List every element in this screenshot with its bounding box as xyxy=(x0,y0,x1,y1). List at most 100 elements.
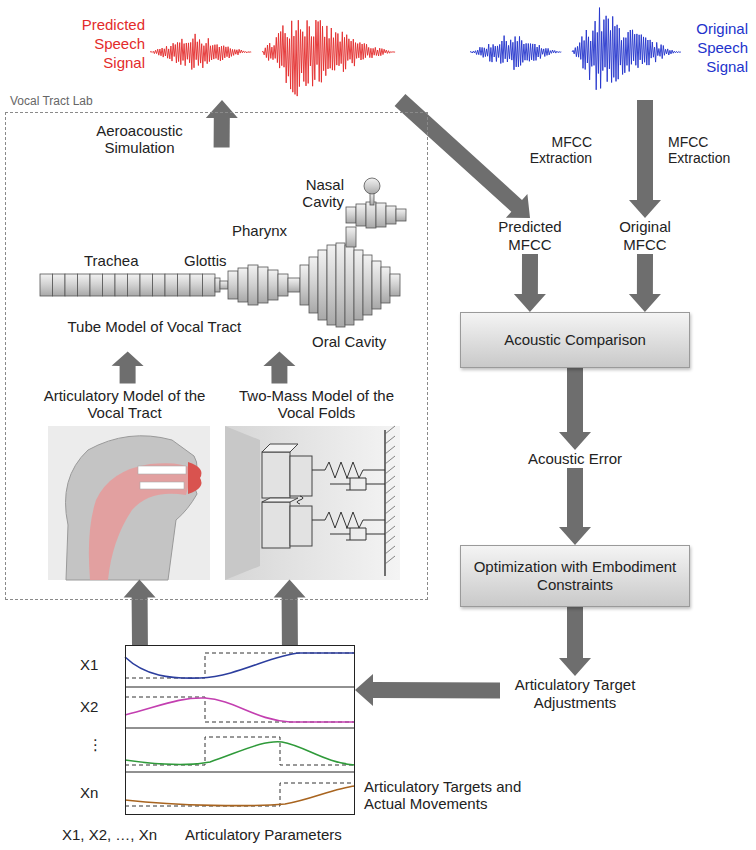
block-arrow xyxy=(514,254,546,312)
tube-model xyxy=(165,274,178,296)
articulatory-head-model xyxy=(188,462,202,494)
parameter-plot xyxy=(125,653,355,806)
tube-model xyxy=(366,202,376,228)
tube-model xyxy=(372,261,381,309)
part-label: X1, X2, …, Xn xyxy=(62,826,157,843)
node-text: Two-Mass Model of the Vocal Folds xyxy=(222,384,412,421)
process-box: Optimization with Embodiment Constraints xyxy=(460,545,690,607)
tube-model xyxy=(309,257,318,313)
two-mass-vocal-folds xyxy=(385,436,395,444)
tube-model xyxy=(354,250,363,320)
tube-model xyxy=(128,274,141,296)
tube-model xyxy=(318,250,327,320)
two-mass-vocal-folds xyxy=(290,506,312,546)
tube-model xyxy=(258,267,268,303)
node-text: Tube Model of Vocal Tract xyxy=(68,318,242,336)
two-mass-vocal-folds xyxy=(385,456,395,464)
part-label: Pharynx xyxy=(232,222,287,239)
two-mass-vocal-folds xyxy=(225,426,400,580)
part-label: ⋮ xyxy=(88,736,103,753)
tube-model xyxy=(356,204,366,226)
tube-model xyxy=(381,267,390,303)
articulatory-head-model xyxy=(48,426,210,580)
tube-model xyxy=(327,245,336,325)
parameter-plot xyxy=(125,737,355,765)
articulatory-head-model xyxy=(48,426,210,580)
block-arrow xyxy=(629,254,661,312)
parameter-plot xyxy=(125,653,355,678)
block-arrow xyxy=(559,607,591,676)
edge-label: MFCC Extraction xyxy=(668,134,754,166)
two-mass-vocal-folds xyxy=(385,536,395,544)
two-mass-vocal-folds xyxy=(385,476,395,484)
part-label: X2 xyxy=(80,698,98,715)
two-mass-vocal-folds xyxy=(385,506,395,514)
error-label: Acoustic Error xyxy=(515,450,635,468)
articulatory-head-model xyxy=(89,463,193,580)
two-mass-vocal-folds xyxy=(330,528,385,540)
block-arrow xyxy=(355,674,500,706)
two-mass-vocal-folds xyxy=(385,426,395,434)
tube-model: Aeroacoustic SimulationTube Model of Voc… xyxy=(30,148,418,352)
block-arrow xyxy=(263,352,295,384)
articulatory-head-model xyxy=(66,436,198,580)
tube-model xyxy=(248,265,258,305)
tube-model xyxy=(386,206,396,224)
block-arrow xyxy=(124,580,156,646)
tube-model xyxy=(345,245,354,325)
two-mass-vocal-folds xyxy=(385,466,395,474)
tube-model xyxy=(103,274,116,296)
node-text: Acoustic Error xyxy=(515,450,635,468)
node-text: Articulatory Target Adjustments xyxy=(500,676,650,712)
node-text: Acoustic Comparison xyxy=(504,331,646,349)
two-mass-vocal-folds xyxy=(385,526,395,534)
node-text: Predicted Speech Signal xyxy=(55,15,145,72)
two-mass-vocal-folds xyxy=(385,446,395,454)
node-text: Optimization with Embodiment Constraints xyxy=(471,558,679,594)
part-label: Glottis xyxy=(184,252,227,269)
part-label: Articulatory Parameters xyxy=(185,826,342,843)
two-mass-vocal-folds xyxy=(385,546,395,554)
tube-model xyxy=(40,274,53,296)
tube-model xyxy=(115,274,128,296)
node-text: Aeroacoustic Simulation xyxy=(75,122,205,156)
two-mass-vocal-folds xyxy=(225,426,400,580)
two-mass-vocal-folds xyxy=(330,478,385,490)
tube-model xyxy=(376,203,386,227)
tube-model xyxy=(390,274,400,296)
two-mass-vocal-folds xyxy=(385,556,395,564)
tube-model xyxy=(238,268,248,302)
original-signal: Original Speech Signal xyxy=(465,5,753,100)
two-mass-vocal-folds xyxy=(262,498,298,502)
node-text: Articulatory Targets and Actual Movement… xyxy=(364,778,564,812)
two-mass-vocal-folds xyxy=(385,496,395,504)
two-mass-vocal-folds xyxy=(262,502,290,548)
nasal-cavity-tube xyxy=(346,178,380,247)
vocal-tract-lab-frame: Vocal Tract LabAeroacoustic SimulationTu… xyxy=(5,112,428,600)
tube-model xyxy=(346,207,356,223)
tube-model xyxy=(396,209,406,221)
tube-model xyxy=(268,270,278,300)
tube-model xyxy=(215,278,220,292)
block-arrow xyxy=(206,100,238,148)
part-label: Trachea xyxy=(84,252,138,269)
predicted-signal: Predicted Speech Signal xyxy=(55,5,400,100)
parameter-plot xyxy=(125,653,355,678)
two-mass-vocal-folds xyxy=(262,444,312,548)
parameter-plot xyxy=(125,698,355,722)
tube-model xyxy=(78,274,91,296)
node-text: Predicted MFCC xyxy=(478,218,582,254)
mfcc-label: Predicted MFCC xyxy=(478,218,582,254)
tube-model xyxy=(178,274,191,296)
tube-model xyxy=(40,202,406,327)
part-label: Xn xyxy=(80,784,98,801)
parameter-plot xyxy=(125,728,355,729)
articulatory-model-panel: Articulatory Model of the Vocal Tract xyxy=(35,384,215,580)
original-waveform xyxy=(470,36,561,70)
two-mass-vocal-folds xyxy=(385,426,395,564)
nasal-cavity-tube xyxy=(370,193,374,205)
two-mass-vocal-folds xyxy=(297,496,303,504)
two-mass-vocal-folds xyxy=(385,516,395,524)
articulatory-head-model xyxy=(140,482,184,489)
block-arrow xyxy=(274,580,306,646)
